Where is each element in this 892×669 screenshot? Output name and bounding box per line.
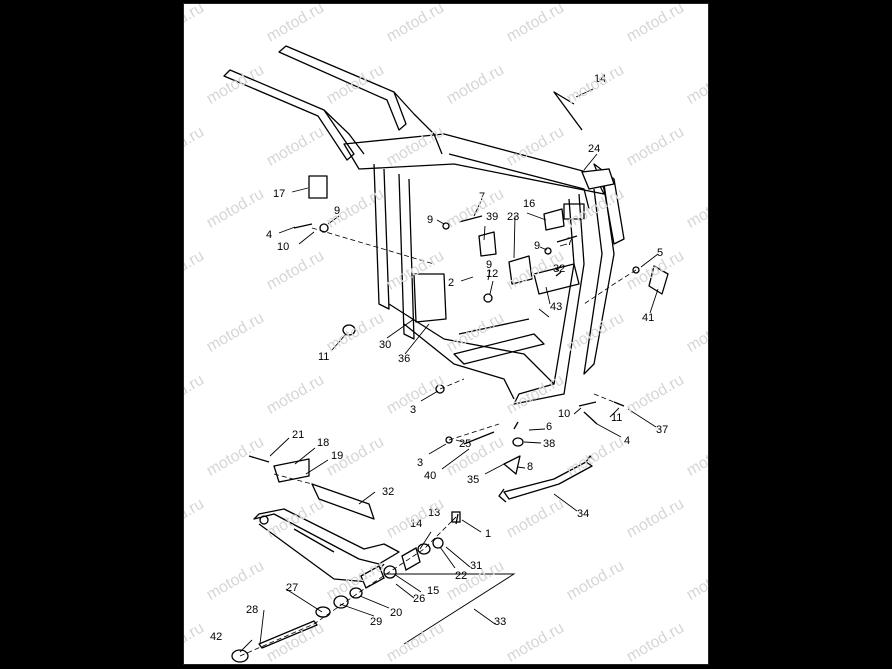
callout-label: 40: [424, 470, 436, 482]
callout-label: 34: [577, 508, 589, 520]
callout-label: 15: [427, 585, 439, 597]
callout-label: 3: [417, 457, 423, 469]
callout-label: 24: [588, 143, 600, 155]
callout-label: 9: [534, 240, 540, 252]
callout-label: 43: [550, 301, 562, 313]
callout-label: 29: [370, 616, 382, 628]
callout-label: 12: [486, 268, 498, 280]
callout-label: 27: [286, 582, 298, 594]
frame-rear-rails: [223, 45, 443, 161]
callout-label: 9: [427, 214, 433, 226]
callout-label: 14: [410, 518, 422, 530]
callout-label: 20: [390, 607, 402, 619]
callout-label: 26: [413, 593, 425, 605]
callouts: 1 2 3 3 4 4 5 6 7 7 8: [210, 73, 668, 653]
callout-label: 10: [558, 408, 570, 420]
callout-label: 35: [467, 474, 479, 486]
callout-label: 17: [273, 188, 285, 200]
callout-label: 2: [448, 277, 454, 289]
callout-label: 14: [594, 73, 606, 85]
fasteners: [248, 91, 640, 525]
callout-label: 28: [246, 604, 258, 616]
frame-exploded-diagram: 1 2 3 3 4 4 5 6 7 7 8: [210, 45, 669, 663]
callout-label: 38: [543, 438, 555, 450]
callout-label: 9: [334, 205, 340, 217]
callout-label: 30: [379, 339, 391, 351]
callout-label: 23: [507, 211, 519, 223]
callout-label: 8: [527, 461, 533, 473]
callout-label: 32: [553, 263, 565, 275]
callout-label: 25: [459, 438, 471, 450]
side-stand: [498, 455, 595, 503]
callout-label: 6: [546, 421, 552, 433]
callout-label: 11: [318, 351, 329, 363]
callout-label: 32: [382, 486, 394, 498]
callout-label: 10: [277, 241, 289, 253]
callout-label: 3: [410, 404, 416, 416]
callout-label: 4: [624, 435, 630, 447]
brackets: [273, 175, 669, 520]
callout-label: 36: [398, 353, 410, 365]
callout-label: 4: [266, 229, 272, 241]
group-bracket-32: [384, 573, 516, 645]
pivot-shaft-parts: [231, 511, 461, 663]
frame-main-body: [343, 133, 625, 405]
diagram-sheet: 1 2 3 3 4 4 5 6 7 7 8: [183, 3, 709, 665]
callout-label: 7: [567, 236, 573, 248]
callout-label: 37: [656, 424, 668, 436]
callout-label: 9: [486, 259, 492, 271]
callout-label: 19: [331, 450, 343, 462]
callout-label: 41: [642, 312, 654, 324]
callout-label: 11: [611, 412, 622, 424]
callout-label: 31: [470, 560, 482, 572]
callout-label: 39: [486, 211, 498, 223]
callout-label: 22: [455, 570, 467, 582]
callout-label: 21: [292, 429, 304, 441]
callout-label: 13: [428, 507, 440, 519]
dashed-guides: [239, 227, 637, 657]
callout-label: 7: [479, 191, 485, 203]
callout-label: 1: [485, 528, 491, 540]
callout-label: 42: [210, 631, 222, 643]
callout-label: 33: [494, 616, 506, 628]
callout-label: 5: [657, 247, 663, 259]
callout-label: 16: [523, 198, 535, 210]
callout-label: 18: [317, 437, 329, 449]
